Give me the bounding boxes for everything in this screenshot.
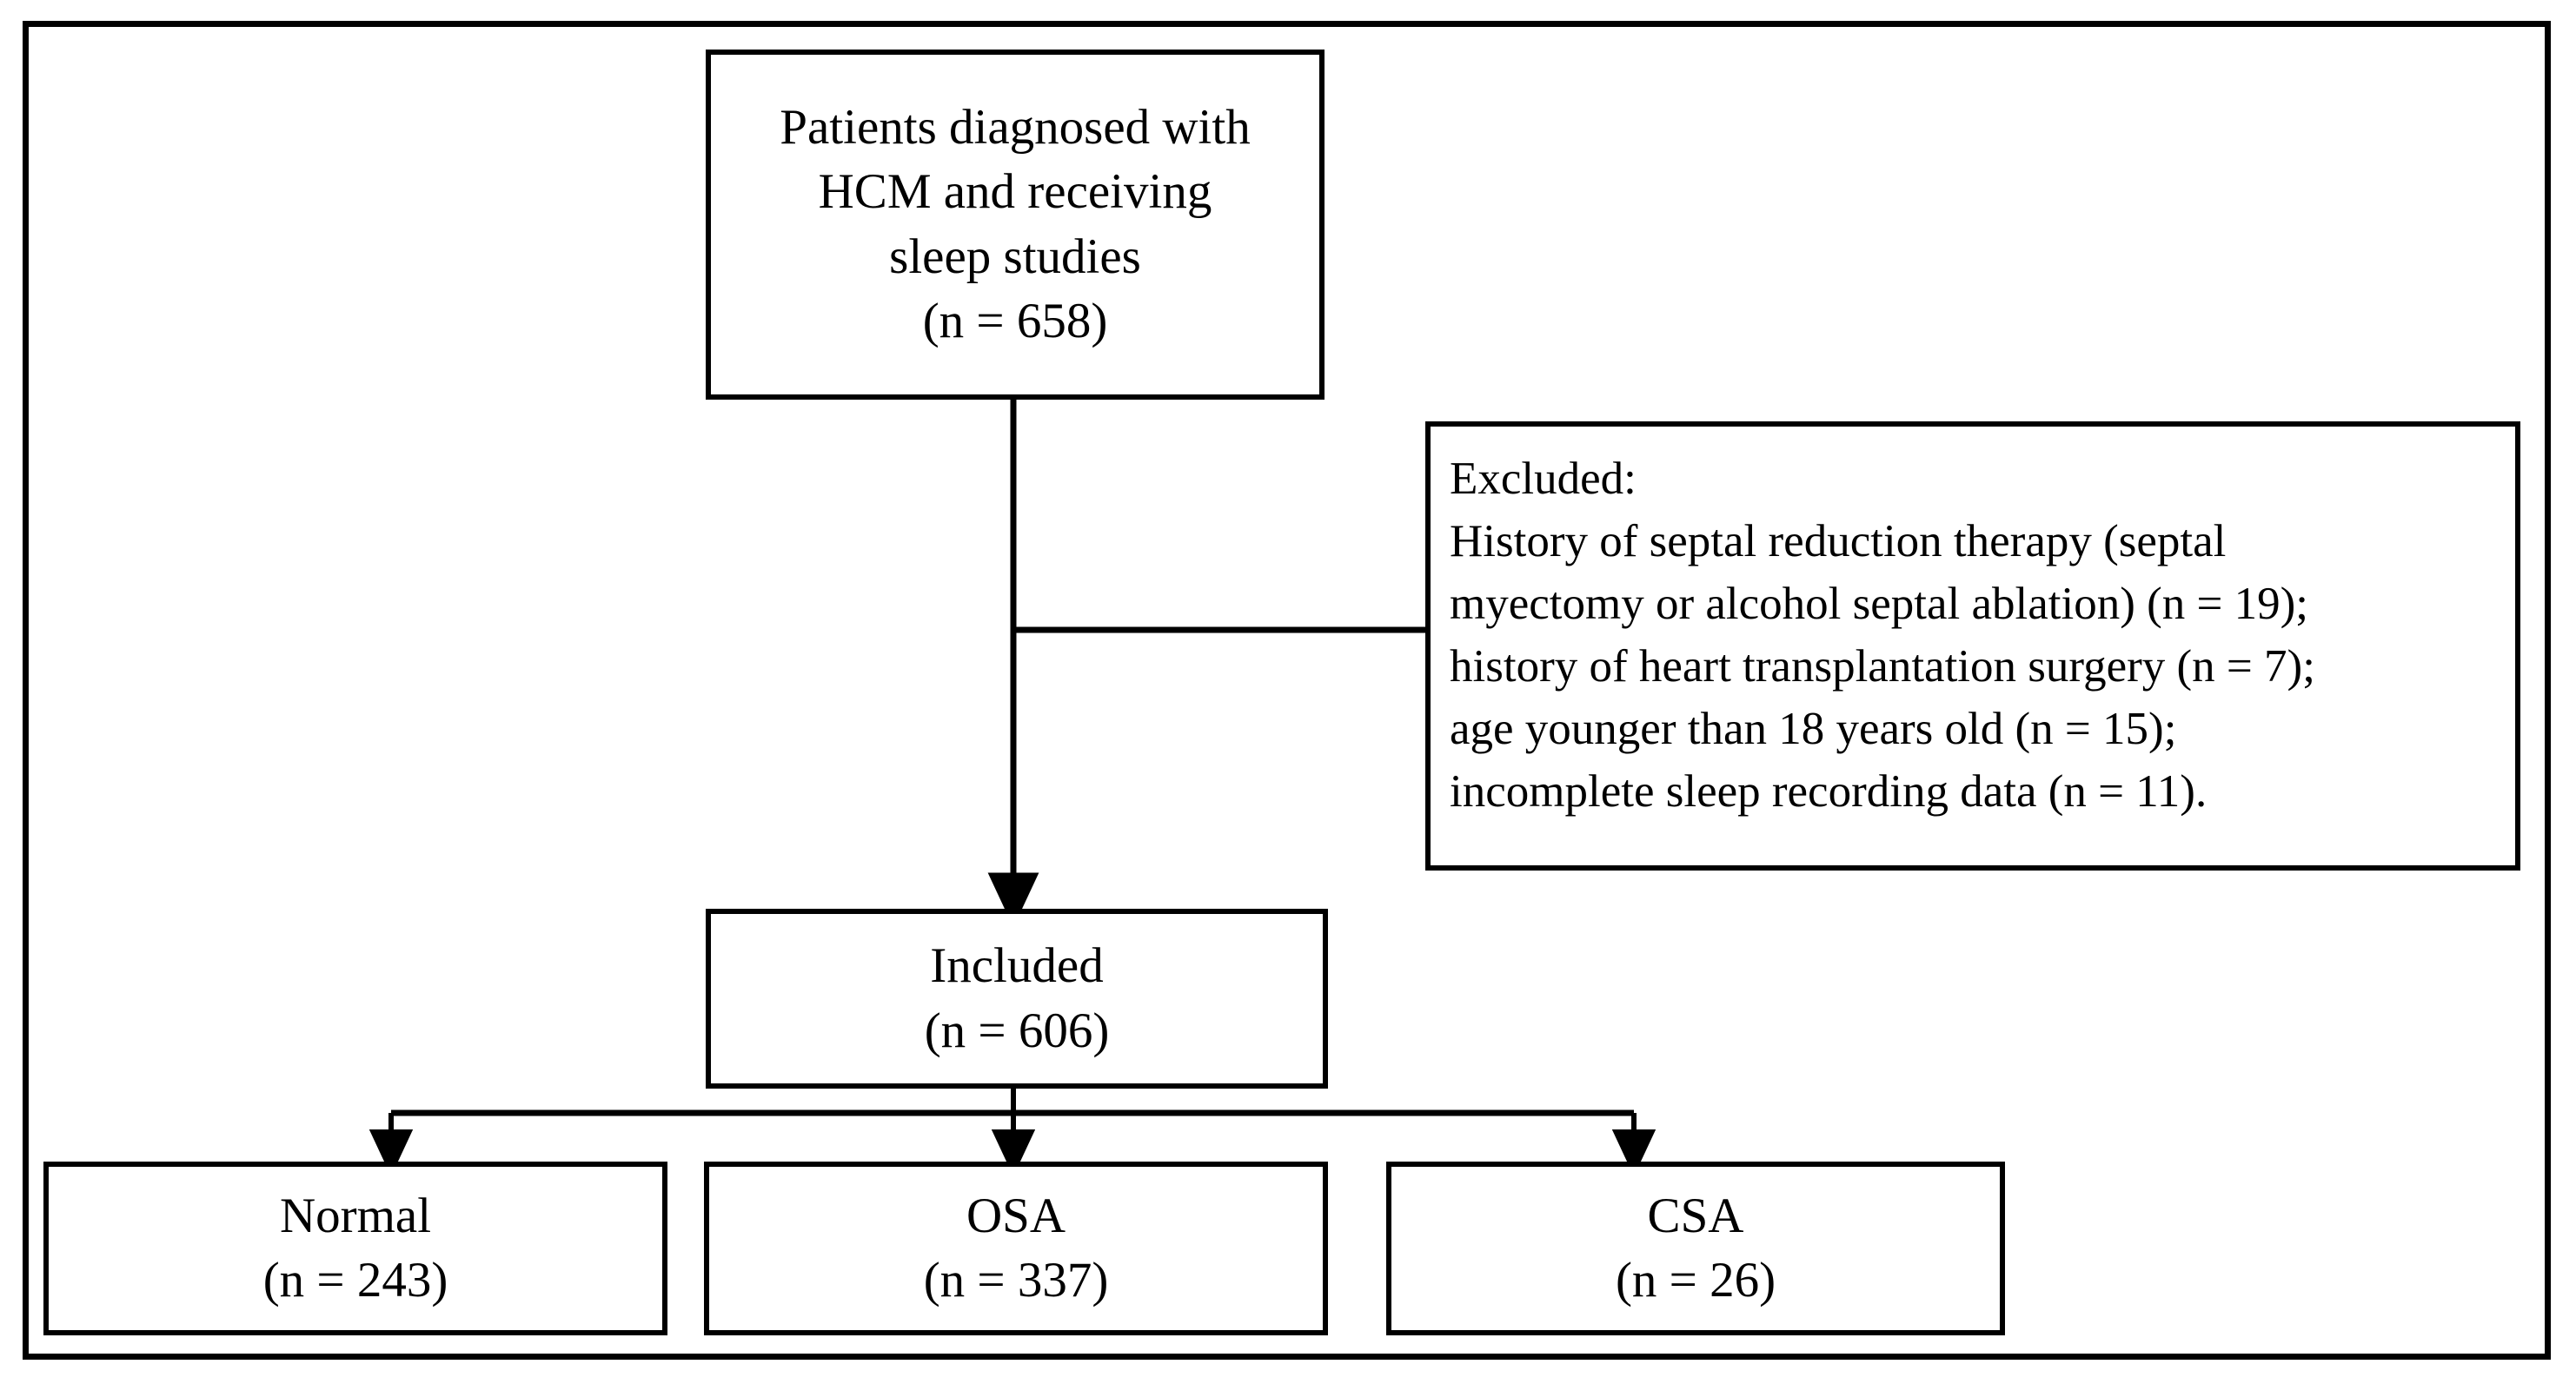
normal-count: (n = 243)	[262, 1253, 448, 1308]
figure-outer-border	[23, 21, 2551, 1360]
included-count: (n = 606)	[924, 1003, 1110, 1058]
enrolled-cohort-box: Patients diagnosed with HCM and receivin…	[706, 50, 1325, 400]
osa-label: OSA	[966, 1188, 1066, 1243]
excluded-criteria-box: Excluded: History of septal reduction th…	[1425, 421, 2520, 871]
csa-count: (n = 26)	[1615, 1253, 1776, 1308]
included-label: Included	[930, 938, 1104, 994]
osa-group-box: OSA (n = 337)	[704, 1162, 1328, 1335]
excluded-line-3: history of heart transplantation surgery…	[1450, 641, 2315, 692]
enrolled-line-1: Patients diagnosed with	[780, 100, 1251, 156]
csa-group-box: CSA (n = 26)	[1386, 1162, 2005, 1335]
enrolled-count: (n = 658)	[922, 293, 1108, 348]
excluded-heading: Excluded:	[1450, 454, 1637, 504]
excluded-line-4: age younger than 18 years old (n = 15);	[1450, 704, 2177, 755]
csa-label: CSA	[1647, 1188, 1744, 1243]
included-cohort-box: Included (n = 606)	[706, 909, 1328, 1089]
excluded-line-5: incomplete sleep recording data (n = 11)…	[1450, 766, 2208, 818]
excluded-line-1: History of septal reduction therapy (sep…	[1450, 516, 2227, 567]
enrolled-line-3: sleep studies	[889, 228, 1141, 284]
excluded-line-2: myectomy or alcohol septal ablation) (n …	[1450, 579, 2309, 630]
normal-group-box: Normal (n = 243)	[43, 1162, 667, 1335]
osa-count: (n = 337)	[923, 1253, 1109, 1308]
normal-label: Normal	[279, 1188, 432, 1243]
enrolled-line-2: HCM and receiving	[818, 164, 1212, 220]
